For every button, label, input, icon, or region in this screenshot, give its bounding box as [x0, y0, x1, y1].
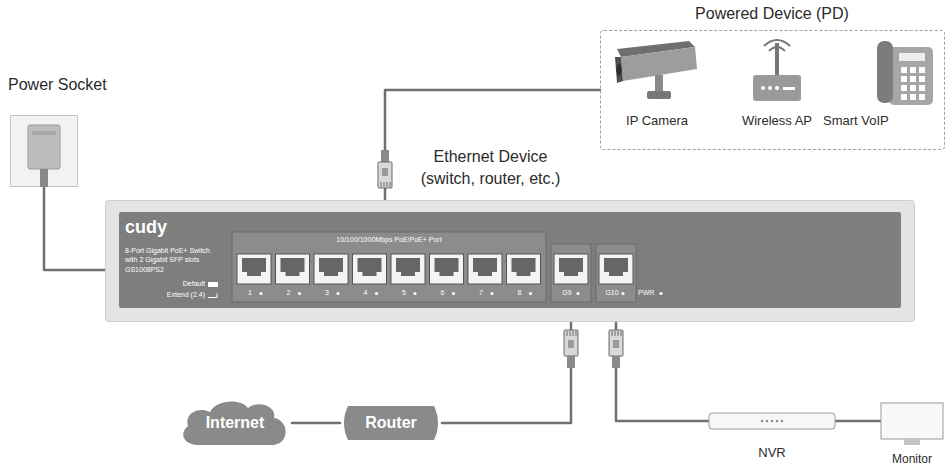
port-number: 1 — [238, 289, 262, 297]
wireless-ap: Wireless AP — [739, 37, 815, 133]
device-label: NVR — [708, 445, 836, 460]
brand-logo: cudy — [125, 217, 167, 238]
nvr-box: NVR — [708, 410, 836, 432]
text-slot: 7 — [469, 289, 493, 297]
text-slot: 4 — [354, 289, 378, 297]
router-label: Router — [365, 414, 417, 432]
cable-line — [44, 187, 105, 270]
internet-cloud: Internet — [178, 398, 292, 448]
device-label: Power Socket — [8, 76, 107, 94]
device-label: IP Camera — [611, 113, 703, 128]
text-slot: G9 — [555, 289, 579, 297]
model-number: GS1008PS2 — [125, 266, 164, 273]
text-slot: 8-Port Gigabit PoE+ Switch with 2 Gigabi… — [125, 246, 219, 264]
group-heading: Powered Device (PD) — [601, 5, 943, 23]
text-slot: Extend (2.4) — [135, 291, 205, 298]
port-number: 8 — [508, 289, 532, 297]
product-description: 8-Port Gigabit PoE+ Switch with 2 Gigabi… — [125, 246, 219, 264]
poe-switch-shape — [105, 200, 915, 322]
power-socket-shape — [10, 115, 78, 187]
text-slot: Internet — [178, 398, 292, 448]
text-slot: Power Socket — [8, 76, 107, 94]
port-number: G10 — [600, 289, 624, 297]
mode-label: Default — [145, 280, 205, 287]
text-slot: IP Camera — [611, 113, 703, 128]
cable-line — [616, 322, 708, 421]
text-slot: Router — [340, 404, 442, 442]
text-slot: 2 — [277, 289, 301, 297]
text-slot: Wireless AP — [739, 113, 815, 128]
text-slot: G10 — [600, 289, 624, 297]
rj45-plug — [609, 330, 623, 368]
monitor-box: Monitor — [880, 402, 944, 446]
text-slot: GS1008PS2 — [125, 266, 164, 273]
port-number: 4 — [354, 289, 378, 297]
mode-label: Extend (2.4) — [135, 291, 205, 298]
text-slot: cudy — [125, 217, 167, 238]
powered-device-group: Powered Device (PD)IP CameraWireless APS… — [600, 30, 945, 150]
text-slot: 6 — [431, 289, 455, 297]
port-group-label: 10/100/1000Mbps PoE/PoE+ Port — [232, 236, 546, 243]
port-number: G9 — [555, 289, 579, 297]
text-slot: 3 — [315, 289, 339, 297]
rj45-plug — [564, 330, 578, 368]
device-label: Monitor — [880, 452, 944, 466]
nvr-box-shape — [708, 410, 836, 432]
text-slot: Smart VoIP — [823, 113, 889, 128]
voip-phone: Smart VoIP — [821, 37, 941, 133]
poe-switch: cudy 8-Port Gigabit PoE+ Switch with 2 Gi… — [105, 200, 915, 322]
router-box: Router — [340, 404, 442, 442]
text-slot: 10/100/1000Mbps PoE/PoE+ Port — [232, 236, 546, 243]
cable-line — [442, 322, 571, 423]
port-number: 7 — [469, 289, 493, 297]
port-number: 5 — [392, 289, 416, 297]
monitor-box-shape — [880, 402, 944, 446]
port-number: 6 — [431, 289, 455, 297]
text-slot: 1 — [238, 289, 262, 297]
cable-line — [292, 422, 340, 425]
text-slot: Ethernet Device (switch, router, etc.) — [413, 146, 568, 190]
power-socket: Power Socket — [10, 115, 78, 187]
text-slot: PWR — [638, 289, 654, 297]
text-slot: Default — [145, 280, 205, 287]
cloud-label: Internet — [206, 414, 265, 432]
device-label: Smart VoIP — [823, 113, 889, 128]
cable-line — [385, 90, 600, 200]
ip-camera: IP Camera — [611, 37, 703, 133]
device-label: Wireless AP — [739, 113, 815, 128]
text-slot: 5 — [392, 289, 416, 297]
port-number: 3 — [315, 289, 339, 297]
device-label: Ethernet Device (switch, router, etc.) — [413, 146, 568, 190]
cable-line — [836, 420, 880, 423]
port-number: 2 — [277, 289, 301, 297]
text-slot: NVR — [708, 445, 836, 460]
rj45-plug — [378, 150, 392, 188]
text-slot: Powered Device (PD) — [601, 5, 943, 23]
text-slot: 8 — [508, 289, 532, 297]
text-slot: Monitor — [880, 452, 944, 466]
power-label: PWR — [638, 289, 654, 297]
